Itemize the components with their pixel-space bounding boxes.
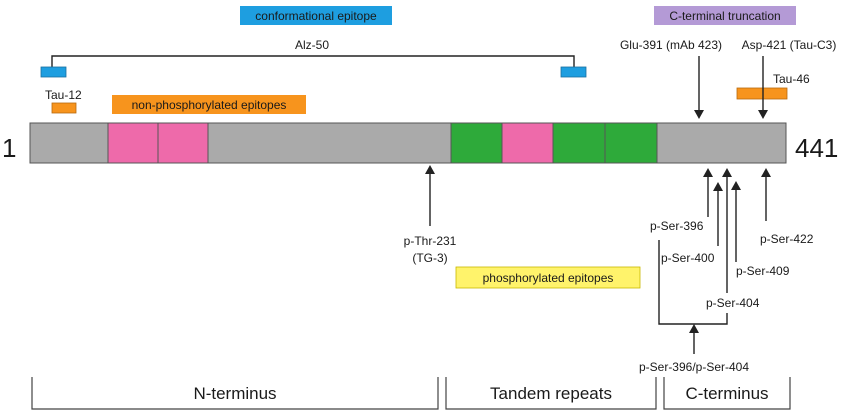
repeat-r2	[501, 122, 554, 164]
repeat-r1	[450, 122, 503, 164]
non-phosphorylated-label: non-phosphorylated epitopes	[132, 98, 287, 112]
domain-n-insert-1	[107, 122, 159, 164]
ser404-label: p-Ser-404	[706, 296, 760, 310]
alz50-label: Alz-50	[295, 38, 329, 52]
domain-n-gray	[29, 122, 109, 164]
domain-n-insert-2	[157, 122, 209, 164]
phosphorylated-tag	[455, 266, 641, 289]
alz50-epitope-right	[560, 66, 587, 78]
ser404-arrowhead	[722, 168, 732, 177]
glu391-arrowhead	[694, 110, 704, 119]
tau12-epitope	[51, 102, 77, 114]
domain-c-terminal	[656, 122, 787, 164]
c-terminus-label: C-terminus	[685, 384, 768, 403]
ser422-arrowhead	[761, 168, 771, 177]
conformational-epitope-tag	[240, 6, 392, 25]
c-terminal-truncation-label: C-terminal truncation	[669, 9, 780, 23]
ser400-label: p-Ser-400	[661, 251, 715, 265]
domain-proline-rich	[207, 122, 452, 164]
protein-end-label: 441	[795, 133, 838, 163]
repeat-r4	[604, 122, 658, 164]
alz50-epitope-left	[40, 66, 67, 78]
ser396-404-bracket	[658, 240, 728, 325]
tau46-epitope	[736, 87, 788, 100]
asp421-label: Asp-421 (Tau-C3)	[742, 38, 837, 52]
ser422-label: p-Ser-422	[760, 232, 814, 246]
asp421-arrowhead	[758, 110, 768, 119]
repeat-r3	[552, 122, 606, 164]
c-terminus-bracket	[663, 377, 791, 410]
thr231-arrowhead	[425, 165, 435, 174]
conformational-epitope-label: conformational epitope	[255, 9, 377, 23]
phosphorylated-label: phosphorylated epitopes	[483, 271, 614, 285]
c-terminal-truncation-tag	[654, 6, 796, 25]
ser396-404-arrowhead	[689, 324, 699, 333]
glu391-label: Glu-391 (mAb 423)	[620, 38, 722, 52]
ser396-404-label: p-Ser-396/p-Ser-404	[639, 360, 749, 374]
n-terminus-bracket	[31, 377, 439, 410]
tandem-repeats-label: Tandem repeats	[490, 384, 612, 403]
ser396-arrowhead	[703, 168, 713, 177]
thr231-label: p-Thr-231	[404, 234, 457, 248]
alz50-bracket	[51, 55, 575, 67]
n-terminus-label: N-terminus	[193, 384, 276, 403]
protein-bar	[29, 122, 787, 164]
ser396-label: p-Ser-396	[650, 219, 704, 233]
ser400-arrowhead	[713, 182, 723, 191]
thr231-sublabel: (TG-3)	[412, 251, 447, 265]
ser409-arrowhead	[731, 181, 741, 190]
protein-start-label: 1	[2, 133, 16, 163]
tandem-repeats-bracket	[445, 377, 657, 410]
ser409-label: p-Ser-409	[736, 264, 790, 278]
tau46-label: Tau-46	[773, 72, 810, 86]
tau12-label: Tau-12	[45, 88, 82, 102]
non-phosphorylated-tag	[112, 95, 306, 114]
